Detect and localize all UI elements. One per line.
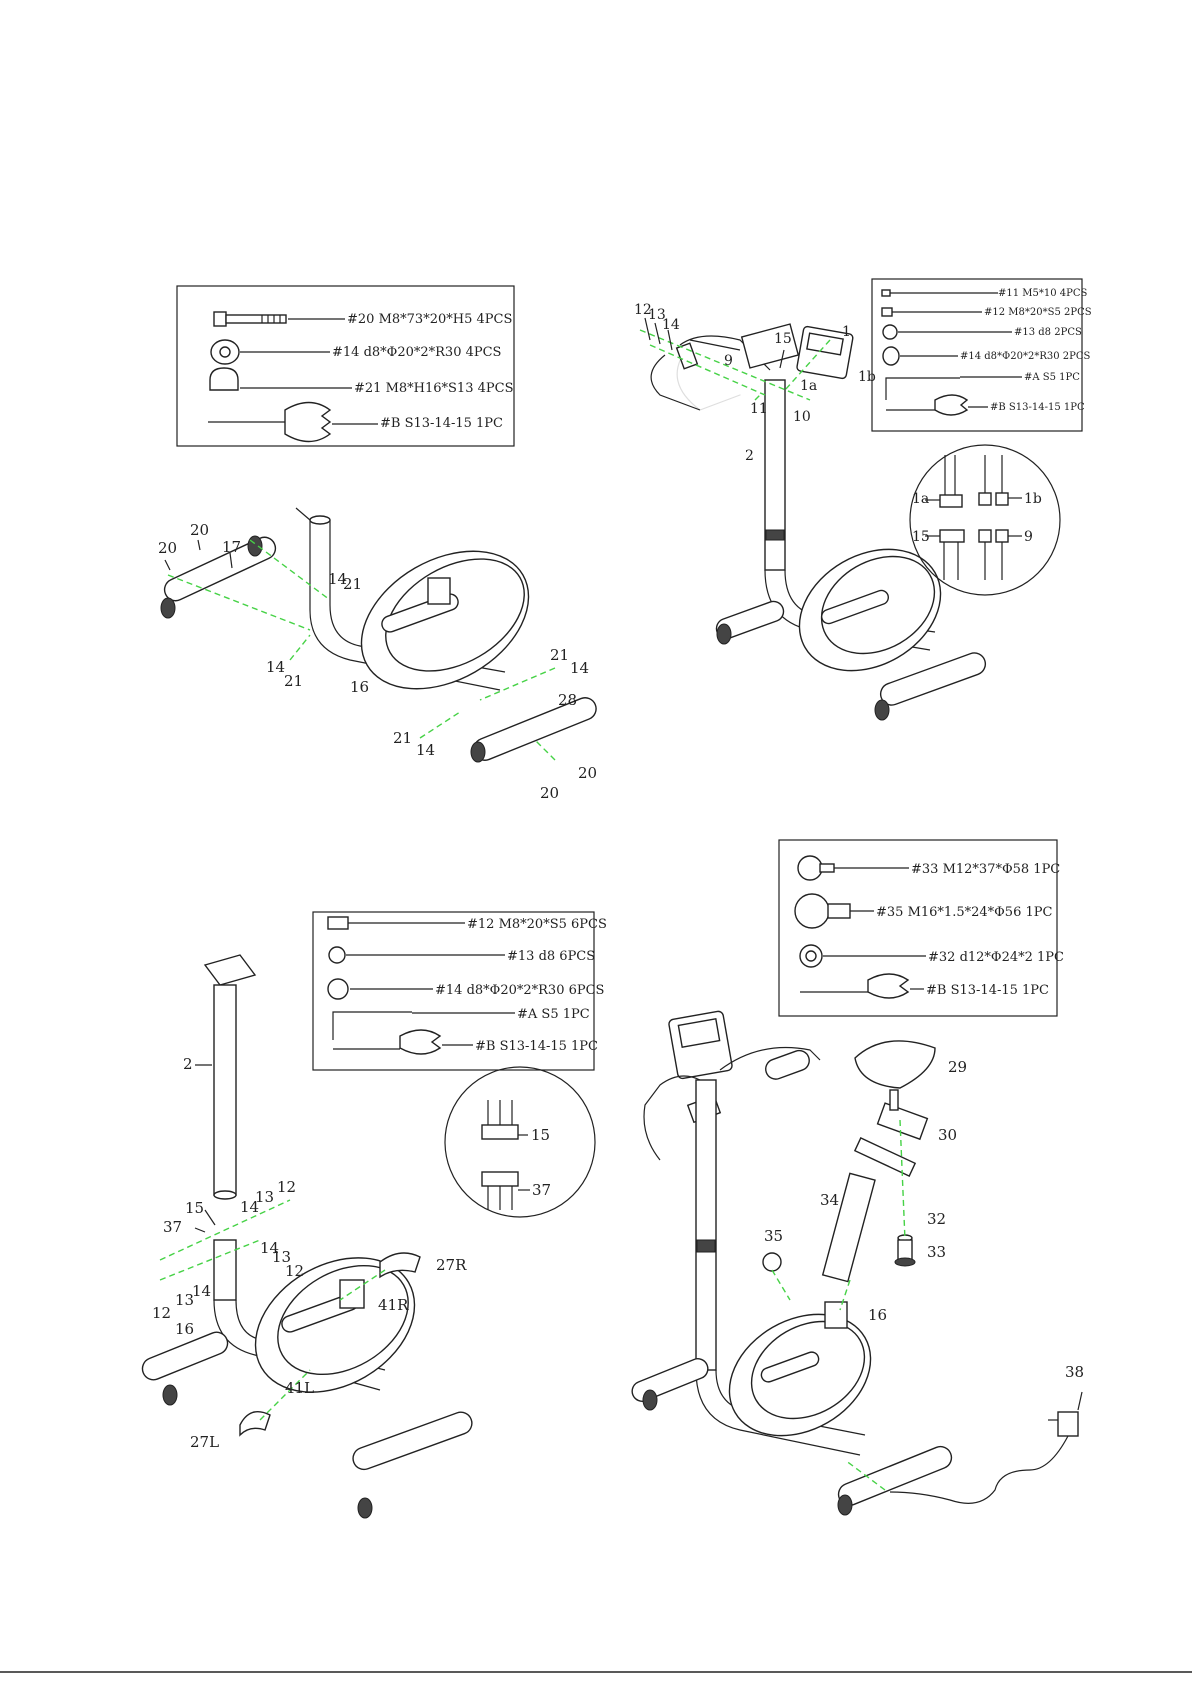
callout: 14 — [192, 1282, 211, 1300]
step2-connector-detail — [909, 444, 1061, 596]
step3-panel: #12 M8*20*S5 6PCS #13 d8 6PCS #14 d8*Φ20… — [141, 911, 607, 1519]
callout: 11 — [750, 401, 768, 417]
callout: 41R — [378, 1296, 409, 1314]
callout: 28 — [558, 691, 577, 709]
step1-parts-line: #20 M8*73*20*H5 4PCS — [347, 312, 512, 327]
callout: 27R — [436, 1256, 467, 1274]
callout: 2 — [183, 1055, 193, 1073]
step1-parts-line: #14 d8*Φ20*2*R30 4PCS — [332, 345, 501, 360]
callout: 17 — [222, 538, 241, 556]
step4-parts-box — [778, 839, 1058, 1017]
callout: 12 — [277, 1178, 296, 1196]
step4-parts-line: #32 d12*Φ24*2 1PC — [928, 950, 1064, 965]
callout: 16 — [350, 678, 369, 696]
callout: 21 — [550, 646, 569, 664]
detail-label: 15 — [531, 1126, 550, 1144]
step1-frame-drawing — [160, 507, 597, 763]
step2-parts-line: #A S5 1PC — [1024, 372, 1080, 383]
callout: 2 — [745, 448, 754, 464]
callout: 14 — [266, 658, 285, 676]
callout: 20 — [190, 521, 209, 539]
step4-panel: #33 M12*37*Φ58 1PC #35 M16*1.5*24*Φ56 1P… — [631, 839, 1084, 1516]
callout: 14 — [662, 317, 680, 333]
callout: 37 — [163, 1218, 182, 1236]
callout: 32 — [927, 1210, 946, 1228]
callout: 34 — [820, 1191, 839, 1209]
step2-parts-line: #B S13-14-15 1PC — [990, 402, 1085, 413]
step3-connector-detail — [444, 1066, 596, 1218]
callout: 14 — [328, 570, 347, 588]
detail-label: 37 — [532, 1181, 551, 1199]
curved-washer-icon — [210, 339, 330, 365]
bolt-icon — [213, 311, 345, 327]
callout: 33 — [927, 1243, 946, 1261]
callout: 15 — [774, 331, 792, 347]
callout: 14 — [260, 1239, 279, 1257]
callout: 20 — [578, 764, 597, 782]
step2-drawing — [639, 317, 987, 721]
step3-parts-line: #A S5 1PC — [517, 1007, 590, 1022]
callout: 1 — [842, 324, 851, 340]
detail-label: 1b — [1024, 491, 1042, 507]
step2-parts-line: #13 d8 2PCS — [1014, 327, 1082, 338]
callout: 20 — [540, 784, 559, 802]
callout: 13 — [175, 1291, 194, 1309]
cap-nut-icon — [209, 367, 352, 391]
callout: 1b — [858, 369, 876, 385]
callout: 9 — [724, 353, 733, 369]
callout: 35 — [764, 1227, 783, 1245]
detail-label: 15 — [912, 529, 930, 545]
callout: 10 — [793, 409, 811, 425]
step3-parts-line: #14 d8*Φ20*2*R30 6PCS — [435, 983, 604, 998]
step2-parts-line: #14 d8*Φ20*2*R30 2PCS — [960, 351, 1091, 362]
step4-parts-line: #33 M12*37*Φ58 1PC — [911, 862, 1060, 877]
callout: 12 — [285, 1262, 304, 1280]
step3-parts-box — [312, 911, 595, 1071]
step2-parts-line: #11 M5*10 4PCS — [998, 288, 1088, 299]
callout: 21 — [284, 672, 303, 690]
callout: 15 — [185, 1199, 204, 1217]
callout: 30 — [938, 1126, 957, 1144]
wrench-icon — [208, 401, 378, 443]
callout: 38 — [1065, 1363, 1084, 1381]
callout: 41L — [285, 1379, 314, 1397]
callout: 13 — [272, 1248, 291, 1266]
detail-label: 9 — [1024, 529, 1033, 545]
callout: 16 — [175, 1320, 194, 1338]
callout: 14 — [416, 741, 435, 759]
step2-panel: #11 M5*10 4PCS #12 M8*20*S5 2PCS #13 d8 … — [634, 278, 1092, 721]
step4-parts-line: #B S13-14-15 1PC — [926, 983, 1049, 998]
callout: 1a — [800, 378, 817, 394]
callout: 16 — [868, 1306, 887, 1324]
step3-parts-line: #13 d8 6PCS — [507, 949, 595, 964]
callout: 14 — [240, 1198, 259, 1216]
step3-parts-line: #12 M8*20*S5 6PCS — [467, 917, 607, 932]
step2-parts-line: #12 M8*20*S5 2PCS — [984, 307, 1092, 318]
callout: 13 — [255, 1188, 274, 1206]
step1-parts-box — [176, 285, 515, 447]
callout: 21 — [343, 575, 362, 593]
step1-panel: #20 M8*73*20*H5 4PCS #14 d8*Φ20*2*R30 4P… — [158, 285, 597, 802]
callout: 14 — [570, 659, 589, 677]
detail-label: 1a — [912, 491, 929, 507]
callout: 29 — [948, 1058, 967, 1076]
callout: 13 — [648, 307, 666, 323]
callout: 27L — [190, 1433, 219, 1451]
step4-drawing — [631, 1010, 1083, 1516]
step1-parts-line: #B S13-14-15 1PC — [380, 416, 503, 431]
step3-drawing — [141, 954, 473, 1519]
step3-parts-line: #B S13-14-15 1PC — [475, 1039, 598, 1054]
callout: 21 — [393, 729, 412, 747]
callout: 12 — [634, 302, 652, 318]
step4-parts-line: #35 M16*1.5*24*Φ56 1PC — [876, 905, 1052, 920]
callout: 20 — [158, 539, 177, 557]
step2-parts-box — [871, 278, 1083, 432]
step1-parts-line: #21 M8*H16*S13 4PCS — [354, 381, 513, 396]
callout: 12 — [152, 1304, 171, 1322]
